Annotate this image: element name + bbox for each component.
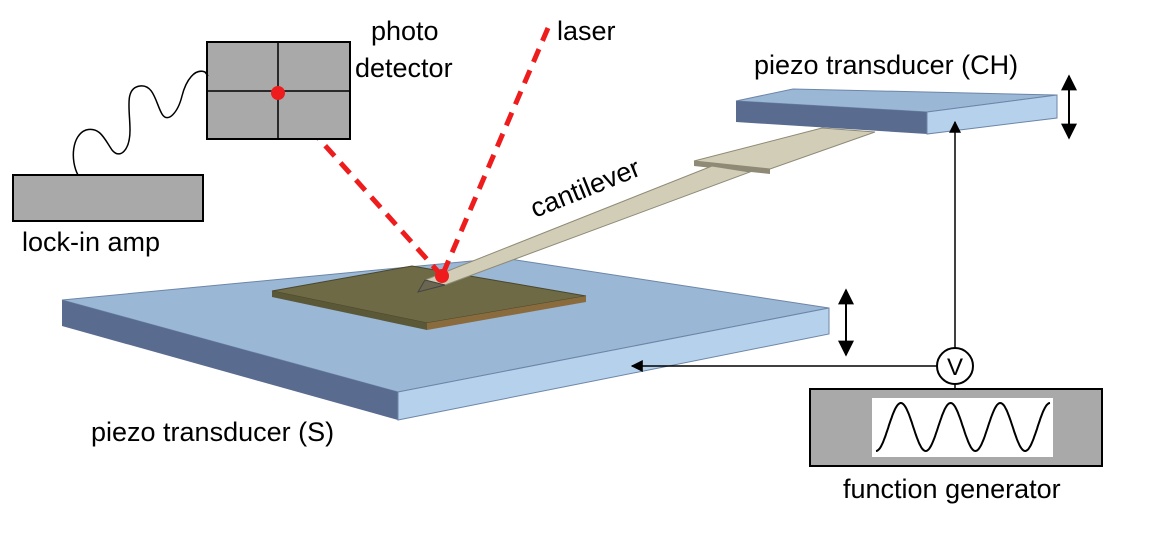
piezo-s-left-face <box>62 300 398 420</box>
sine-wave-icon <box>875 401 1051 453</box>
laser-beams <box>276 27 551 283</box>
laser-reflected-beam <box>276 91 444 278</box>
cantilever-tip <box>416 279 446 293</box>
voltmeter-label: V <box>947 354 963 381</box>
laser-spot-detector <box>271 86 285 100</box>
wiring <box>630 120 974 389</box>
lock-in-amp-box <box>12 174 204 222</box>
lock-in-cable <box>72 70 209 176</box>
label-function-generator: function generator <box>843 474 1061 504</box>
sample-front-edge <box>427 296 586 330</box>
label-piezo-ch: piezo transducer (CH) <box>754 50 1018 80</box>
laser-spot-cantilever <box>435 269 449 283</box>
label-laser: laser <box>557 16 616 46</box>
cantilever-assembly <box>416 127 876 293</box>
voltmeter-circle-icon <box>936 347 974 385</box>
lock-in-amp <box>12 70 209 222</box>
function-generator <box>809 388 1103 467</box>
label-detector: detector <box>355 53 453 83</box>
cantilever-chip-side <box>694 161 770 174</box>
sample-left-edge <box>272 291 427 330</box>
motion-arrows <box>838 74 1077 357</box>
photo-detector <box>206 41 351 140</box>
label-piezo-s: piezo transducer (S) <box>91 417 334 447</box>
cantilever-chip-top <box>693 127 876 170</box>
piezo-ch-left-face <box>736 101 927 134</box>
piezo-transducer-ch <box>735 88 1058 135</box>
piezo-s-front-face <box>397 307 830 421</box>
label-photo: photo <box>371 16 439 46</box>
label-lock-in-amp: lock-in amp <box>22 227 160 257</box>
sample <box>271 265 587 330</box>
